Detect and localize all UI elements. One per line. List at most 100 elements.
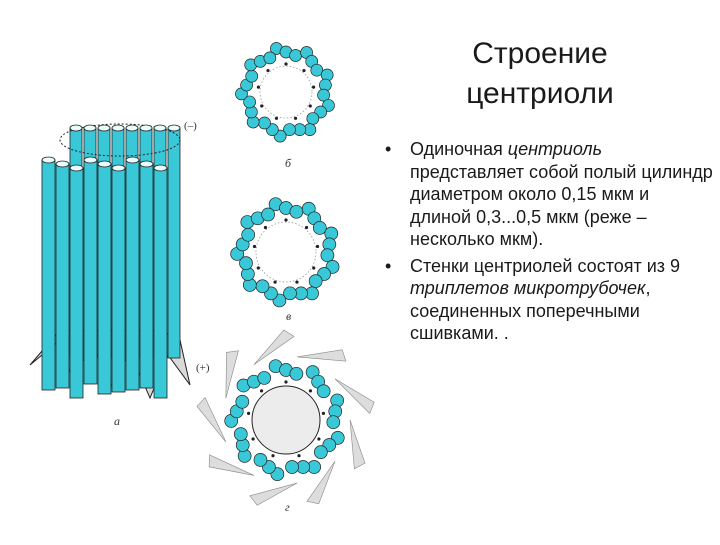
- title-line-2: центриоли: [466, 77, 614, 110]
- triplet-microtubule: [261, 207, 275, 222]
- microtubule-front: [83, 159, 98, 385]
- figure-label-b: б: [285, 156, 292, 170]
- pole-plus-label: (+): [196, 362, 210, 374]
- microtubule-top: [125, 124, 139, 132]
- bullet-2-prefix: Стенки центриолей состоят из 9: [410, 255, 681, 276]
- microtubule-top: [69, 124, 83, 132]
- bullet-list: • Одиночная центриоль представляет собой…: [383, 138, 713, 349]
- microtubule-front: [41, 159, 56, 391]
- centriole-figure: (–) (+) а б в г: [29, 42, 375, 514]
- linker-dot: [266, 68, 270, 73]
- microtubule-top: [83, 124, 97, 132]
- bullet-dot-icon: •: [385, 255, 392, 276]
- cross-section-b: [235, 42, 335, 143]
- pericentriolar-appendage: [297, 349, 347, 362]
- microtubule-back: [167, 127, 181, 359]
- triplet-microtubule: [308, 274, 323, 288]
- linker-dot: [284, 62, 288, 66]
- pericentriolar-appendage: [225, 350, 239, 399]
- triplet-microtubule: [257, 371, 272, 385]
- linker-dot: [317, 437, 321, 441]
- bullet-dot-icon: •: [385, 139, 392, 159]
- linker-dot: [273, 280, 277, 284]
- bullet-1-suffix: представляет собой полый цилиндр диаметр…: [410, 161, 713, 250]
- triplet-microtubule: [235, 394, 250, 409]
- triplet-microtubule: [241, 227, 256, 242]
- triplet-microtubule: [289, 204, 304, 219]
- linker-dot: [293, 116, 298, 120]
- triplet-microtubule: [283, 286, 297, 301]
- microtubule-top: [111, 124, 125, 132]
- linker-dot: [252, 244, 257, 249]
- triplet-microtubule: [289, 49, 302, 62]
- microtubule-front: [97, 163, 112, 395]
- pericentriolar-appendage: [334, 378, 375, 414]
- linker-dot: [259, 389, 264, 393]
- cross-section-v: [230, 197, 340, 308]
- triplet-microtubule: [258, 116, 271, 130]
- inner-lumen: [259, 65, 313, 119]
- triplet-microtubule: [239, 256, 253, 270]
- microtubule-top: [153, 164, 168, 172]
- triplet-microtubule: [310, 63, 324, 77]
- linker-dot: [284, 380, 288, 384]
- linker-dot: [274, 116, 279, 120]
- slide-title: Строение центриоли: [420, 34, 660, 114]
- microtubule-front: [153, 167, 168, 399]
- microtubule-top: [69, 164, 84, 172]
- microtubule-top: [55, 160, 70, 168]
- linker-dot: [315, 244, 320, 249]
- linker-dot: [304, 225, 309, 230]
- pericentriolar-appendage: [249, 482, 298, 506]
- pole-minus-label: (–): [184, 120, 197, 132]
- triplet-microtubule: [316, 384, 331, 399]
- bullet-item-2: • Стенки центриолей состоят из 9 триплет…: [383, 255, 713, 345]
- linker-dot: [312, 266, 316, 270]
- bullet-2-suffix: , соединенных поперечными сшивками. .: [410, 278, 651, 343]
- centriole-cylinder-drawing: [29, 123, 191, 400]
- bullet-item-1: • Одиночная центриоль представляет собой…: [383, 138, 713, 251]
- linker-dot: [271, 454, 275, 458]
- microtubule-top: [83, 156, 98, 164]
- linker-dot: [295, 280, 299, 284]
- microtubule-top: [125, 156, 140, 164]
- linker-dot: [260, 104, 264, 108]
- microtubule-top: [97, 124, 111, 132]
- linker-dot: [256, 85, 261, 89]
- bullet-1-prefix: Одиночная: [410, 139, 508, 159]
- microtubule-top: [111, 164, 126, 172]
- microtubule-front: [55, 163, 70, 389]
- centriole-illustration: [29, 42, 375, 506]
- microtubule-top: [167, 124, 181, 132]
- linker-dot: [263, 225, 268, 230]
- linker-dot: [308, 389, 313, 393]
- inner-lumen: [255, 221, 317, 283]
- microtubule-top: [139, 160, 154, 168]
- pericentriolar-appendage: [349, 419, 366, 470]
- bullet-2-italic: триплетов микротрубочек: [410, 278, 646, 298]
- bullet-1-italic: центриоль: [507, 139, 603, 159]
- linker-dot: [297, 454, 301, 458]
- microtubule-top: [153, 124, 167, 132]
- triplet-microtubule: [245, 69, 259, 83]
- triplet-microtubule: [289, 366, 304, 381]
- triplet-microtubule: [233, 427, 248, 441]
- triplet-microtubule: [263, 51, 277, 65]
- central-hub: [251, 385, 321, 455]
- microtubule-front: [69, 167, 84, 399]
- microtubule-top: [139, 124, 153, 132]
- microtubule-front: [111, 167, 126, 393]
- triplet-microtubule: [317, 88, 330, 102]
- triplet-microtubule: [326, 415, 341, 430]
- linker-dot: [302, 68, 306, 73]
- triplet-microtubule: [320, 248, 335, 263]
- triplet-microtubule: [285, 460, 299, 474]
- linker-dot: [308, 104, 312, 108]
- microtubule-top: [97, 160, 112, 168]
- triplet-microtubule: [255, 279, 270, 294]
- figure-label-a: а: [114, 414, 120, 428]
- linker-dot: [284, 218, 288, 222]
- linker-dot: [256, 266, 260, 270]
- figure-label-v: в: [286, 309, 292, 323]
